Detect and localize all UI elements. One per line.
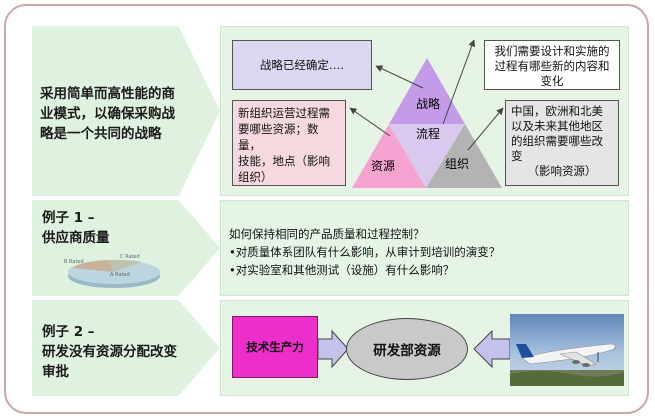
- rd-resources-ellipse: 研发部资源: [346, 318, 468, 380]
- connector-arrow: [467, 107, 504, 151]
- strategy-set-text: 战略已经确定….: [259, 58, 345, 72]
- question-text: 如何保持相同的产品质量和过程控制？: [229, 227, 425, 241]
- strategy-triangle: [389, 58, 465, 124]
- supplier-quality-questions: 如何保持相同的产品质量和过程控制？ •对质量体系团队有什么影响，从审计到培训的演…: [229, 225, 500, 279]
- pie-label: B Rated: [64, 259, 84, 265]
- process-triangle: [389, 124, 465, 188]
- connector-arrow: [349, 107, 391, 137]
- regions-box: 中国，欧洲和北美 以及未来其他地区 的组织需要哪些改 变 （影响资源）: [505, 100, 619, 186]
- pie-label: A Rated: [110, 272, 130, 278]
- row1-title-line: 业模式，以确保采购战: [40, 106, 175, 122]
- triangle-label-organization: 组织: [445, 157, 469, 171]
- bullet-item: •对实验室和其他测试（设施）有什么影响？: [229, 263, 455, 277]
- box-line: 的组织需要哪些改: [511, 134, 603, 148]
- tech-productivity-label: 技术生产力: [246, 340, 304, 354]
- row1-arrow-panel: [32, 26, 220, 196]
- row3-title-line: 研发没有资源分配改变: [42, 344, 177, 360]
- connector-arrow: [442, 39, 476, 125]
- box-line: 以及未来其他地区: [511, 119, 603, 133]
- row1-title-line: 略是一个共同的战略: [40, 126, 162, 142]
- row2-title: 例子 1 – 供应商质量: [42, 208, 110, 248]
- row3-title: 例子 2 – 研发没有资源分配改变 审批: [42, 322, 177, 382]
- resource-triangle: [352, 124, 426, 188]
- triangle-label-process: 流程: [416, 126, 440, 141]
- connector-arrow: [375, 65, 424, 89]
- box-line: 要哪些资源；数量，: [238, 122, 319, 152]
- box-line: 我们需要设计和实施的: [494, 44, 610, 58]
- row3-arrow-panel: [32, 300, 220, 396]
- row2-title-line: 供应商质量: [42, 230, 110, 246]
- bullet-item: •对质量体系团队有什么影响，从审计到培训的演变？: [229, 245, 501, 259]
- row2-content-panel: [220, 200, 629, 296]
- organization-triangle: [426, 124, 502, 188]
- box-line: 变: [511, 149, 523, 163]
- row3-title-line: 例子 2 –: [42, 324, 95, 340]
- box-line: 中国，欧洲和北美: [511, 104, 603, 118]
- triangle-label-resources: 资源: [371, 159, 395, 173]
- arrow-right-icon: [317, 329, 349, 369]
- box-line: 变化: [540, 74, 564, 88]
- triangle-label-strategy: 战略: [416, 96, 440, 111]
- design-content-box: 我们需要设计和实施的 过程有哪些新的内容和 变化: [484, 40, 620, 90]
- box-line: 过程有哪些新的内容和: [494, 59, 610, 73]
- box-line: 技能，地点（影响: [238, 154, 330, 168]
- supplier-rating-pie-chart: B Rated C Rated A Rated: [64, 254, 160, 288]
- row2-title-line: 例子 1 –: [42, 210, 95, 226]
- row3-title-line: 审批: [42, 364, 69, 380]
- strategy-set-box: 战略已经确定….: [232, 40, 372, 90]
- airplane-photo: [510, 314, 624, 386]
- row1-title: 采用简单而高性能的商 业模式，以确保采购战 略是一个共同的战略: [40, 84, 175, 144]
- box-line: 组织）: [238, 170, 273, 184]
- pie-label: C Rated: [120, 254, 140, 260]
- row1-title-line: 采用简单而高性能的商: [40, 86, 175, 102]
- rd-resources-label: 研发部资源: [373, 343, 441, 359]
- box-line: （影响资源）: [527, 164, 597, 178]
- arrow-left-icon: [473, 329, 511, 369]
- process-resources-box: 新组织运营过程需 要哪些资源；数量， 技能，地点（影响 组织）: [232, 100, 346, 186]
- box-line: 新组织运营过程需: [238, 106, 330, 120]
- tech-productivity-box: 技术生产力: [232, 316, 318, 378]
